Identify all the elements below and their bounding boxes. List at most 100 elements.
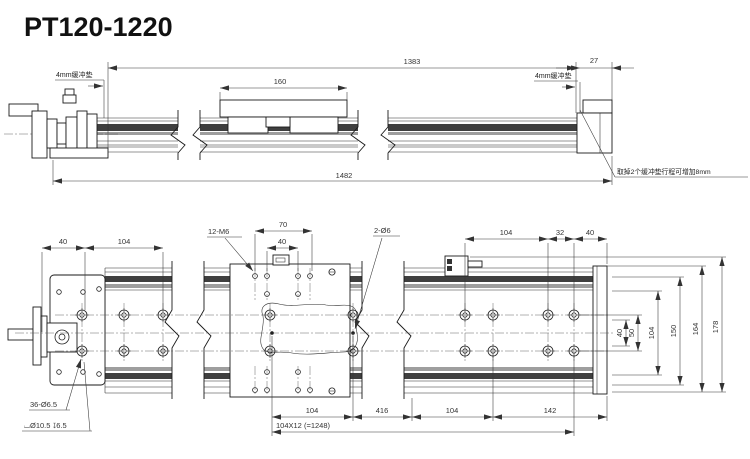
dim-text-end-gap: 27 [590,56,598,65]
rail-body-plan [104,261,608,399]
dim-bottom-142: 142 [493,406,607,420]
buffer-right-text: 4mm缓冲垫 [535,71,572,80]
coupling-block [46,322,78,353]
leader-arrow [65,358,82,411]
dim-carriage-160: 160 [219,77,348,100]
side-view: 1383 27 4mm缓冲垫 4mm缓冲垫 160 [4,56,748,185]
dim-width-178: 178 [470,256,726,392]
dim-width-40: 40 [612,319,630,347]
dim-bottom-416: 416 [353,406,412,420]
carriage-boss [265,116,291,128]
dim-end-gap-27: 27 [556,56,634,100]
dim-left-40: 40 [41,237,164,332]
end-cap-body [576,112,613,154]
plate-hole [56,369,62,375]
dim-width-150: 150 [612,276,684,386]
side-view-dimensions: 1383 27 4mm缓冲垫 4mm缓冲垫 160 [52,56,748,185]
end-cap-body [592,265,608,395]
connector-pin [447,266,452,271]
dim-width-50: 50 [580,314,642,352]
dim-text: 50 [627,329,636,337]
dim-carriage-70: 70 [254,220,313,271]
dim-right-104: 104 [464,228,608,310]
label-text: 12-M6 [208,227,229,236]
dim-text-overall: 1482 [336,171,353,180]
dim-text-stroke: 1383 [404,57,421,66]
dim-text: 104 [446,406,459,415]
stroke-note-text: 取掉2个缓冲垫行程可增加8mm [617,167,711,176]
motor-bracket [8,103,39,117]
motor-plate [46,118,58,149]
leader-arrow [354,237,383,330]
plan-view-dimensions: 40 104 12-M6 70 40 2-Ø6 [22,220,726,436]
label-text: 2-Ø6 [374,226,391,235]
limit-switch-connector [444,255,483,277]
dim-text: 32 [556,228,564,237]
dim-right-40: 40 [574,228,607,242]
end-cap-side [576,99,613,154]
coupling-spacer [56,122,67,145]
dim-overall-1482: 1482 [52,156,613,185]
dim-text: 40 [586,228,594,237]
dim-text: 104X12 (=1248) [276,421,331,430]
dim-width-104: 104 [612,290,662,376]
motor-shaft [7,328,34,341]
carriage-side [219,99,348,134]
dim-text: 104 [118,237,131,246]
base-plate [49,147,109,159]
drawing-title: PT120-1220 [24,12,173,42]
dim-text: 40 [615,329,624,337]
carriage-slider [289,116,339,134]
rail-side [96,110,577,160]
dim-text: 104 [647,327,656,340]
carriage-slider [227,116,269,134]
body-segment [404,267,593,394]
body-segment [104,267,172,394]
label-2-d6: 2-Ø6 [354,226,400,330]
dim-stroke-1383: 1383 [103,57,581,152]
connector-stub [64,88,75,96]
end-cap-plan [592,265,608,395]
dim-text: 104 [500,228,513,237]
label-text: ⌴Ø10.5 ↧6.5 [24,421,67,430]
dim-text: 178 [711,321,720,334]
plate-hole [96,371,102,377]
dim-text: 40 [278,237,286,246]
dim-text: 416 [376,406,389,415]
connector-pin [447,259,452,264]
leader-line [579,109,616,178]
leader-arrow [224,237,254,272]
motor-plate [31,110,48,159]
dim-width-164: 164 [598,265,726,393]
label-12-m6: 12-M6 [207,227,254,272]
coupling-bore-inner [58,333,66,341]
buffer-left-text: 4mm缓冲垫 [56,70,93,79]
dim-right-32: 32 [548,228,574,242]
sensor-dog-slot [275,257,286,263]
dim-bottom-104a: 104 [271,336,608,436]
dim-bottom-104b: 104 [412,406,493,420]
motor-assembly-side [4,88,118,159]
buffer-label-right: 4mm缓冲垫 [534,71,578,90]
coupling-bore [54,329,70,345]
dim-left-104: 104 [85,237,163,251]
break-lines [164,261,412,399]
dim-text: 104 [306,406,319,415]
motor-plate [32,306,42,366]
motor-adapter [86,113,98,154]
plate-hole [80,289,86,295]
label-text: 36-Ø6.5 [30,400,57,409]
dim-text: 164 [691,323,700,336]
dim-text: 70 [279,220,287,229]
stroke-note: 取掉2个缓冲垫行程可增加8mm [579,109,748,178]
dim-bottom-pitch: 104X12 (=1248) [272,421,574,435]
carriage-plate [229,263,351,398]
dim-carriage-40: 40 [267,237,298,251]
carriage-plan [229,254,358,398]
plate-hole [80,369,86,375]
rail-segment [96,117,178,153]
plate-hole [96,286,102,292]
coupling-housing [65,116,78,151]
